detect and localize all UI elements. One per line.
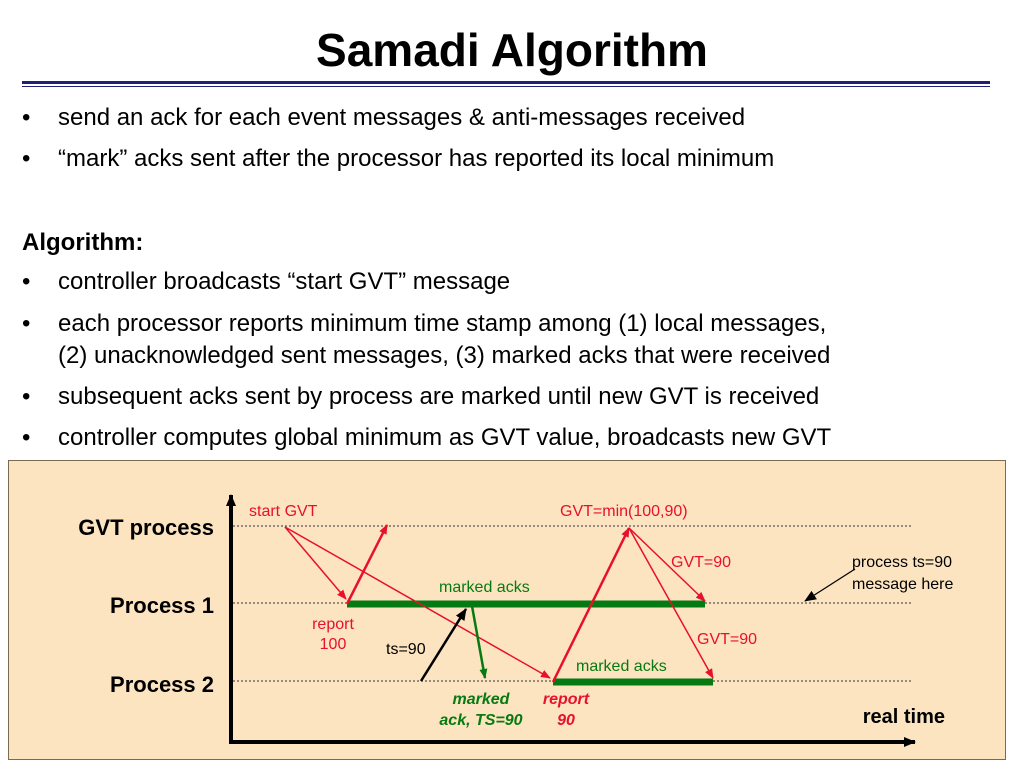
start-gvt-label: start GVT [249,503,318,520]
bullet-dot: • [22,383,31,410]
row-label-p2: Process 2 [110,672,214,697]
report-100-label-line2: 100 [320,636,347,653]
marked-ack-label-line1: marked [453,691,511,708]
title-rule-thin [22,86,990,87]
marked-acks-label-p2: marked acks [576,658,667,675]
report-90-label-line1: report [543,691,590,708]
bullet-text: controller computes global minimum as GV… [58,424,832,451]
note-line1: process ts=90 [852,554,952,571]
bullet-text: “mark” acks sent after the processor has… [58,145,775,172]
diagram-panel: GVT process Process 1 Process 2 start GV… [8,460,1006,760]
ts90-message-arrow [419,608,468,682]
gvt90-label-p1: GVT=90 [671,554,731,571]
gvt-timing-diagram: GVT process Process 1 Process 2 start GV… [78,494,953,747]
bullet-dot: • [22,104,31,131]
gvt90-arrow-p1 [628,527,706,602]
bullet-text: each processor reports minimum time stam… [58,310,827,337]
row-label-p1: Process 1 [110,593,214,618]
report-100-label-line1: report [312,616,354,633]
slide-title: Samadi Algorithm [316,24,708,76]
bullet-dot: • [22,145,31,172]
note-line2: message here [852,576,953,593]
bullet-text: (2) unacknowledged sent messages, (3) ma… [58,342,831,369]
bullet-dot: • [22,268,31,295]
bullet-dot: • [22,424,31,451]
bullet-text: send an ack for each event messages & an… [58,104,746,131]
report-90-label-line2: 90 [557,712,575,729]
gvt90-arrow-p2 [628,527,714,679]
start-gvt-arrow-p2 [284,526,551,679]
marked-acks-label-p1: marked acks [439,579,530,596]
start-gvt-arrow-p1 [284,526,347,600]
report-90-arrow [551,527,631,683]
note-pointer-arrow [804,568,856,602]
report-100-arrow [345,524,389,605]
title-rule-thick [22,81,990,84]
marked-ack-label-line2: ack, TS=90 [439,712,522,729]
gvt90-label-p2: GVT=90 [697,631,757,648]
algorithm-heading: Algorithm: [22,229,144,256]
row-label-gvt: GVT process [78,515,214,540]
ts90-label: ts=90 [386,641,426,658]
marked-ack-arrow [470,605,488,679]
bullet-text: controller broadcasts “start GVT” messag… [58,268,511,295]
gvt-min-label: GVT=min(100,90) [560,503,688,520]
real-time-axis-label: real time [863,706,945,728]
bullet-dot: • [22,310,31,337]
bullet-text: subsequent acks sent by process are mark… [58,383,820,410]
